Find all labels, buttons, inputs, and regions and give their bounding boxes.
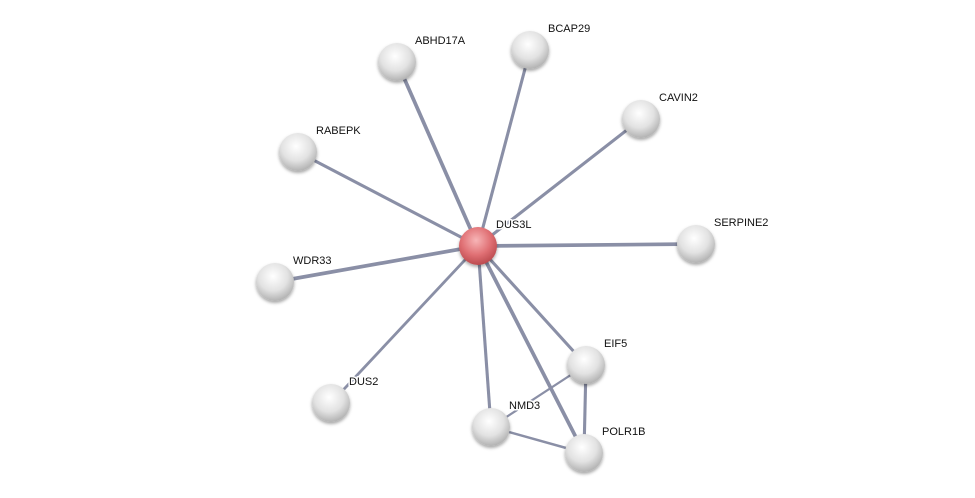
node-label: SERPINE2 xyxy=(714,217,768,229)
edge-dus3l-nmd3[interactable] xyxy=(476,245,493,428)
node-label: CAVIN2 xyxy=(659,92,698,104)
node-sphere[interactable] xyxy=(378,43,416,81)
node-abhd17a[interactable]: ABHD17A xyxy=(378,34,467,81)
node-sphere[interactable] xyxy=(256,263,294,301)
node-label: ABHD17A xyxy=(415,35,466,47)
node-wdr33[interactable]: WDR33 xyxy=(256,254,333,301)
edge-dus3l-polr1b[interactable] xyxy=(476,245,586,454)
node-dus2[interactable]: DUS2 xyxy=(312,375,380,422)
node-eif5[interactable]: EIF5 xyxy=(567,337,629,384)
node-sphere[interactable] xyxy=(622,100,660,138)
node-cavin2[interactable]: CAVIN2 xyxy=(622,91,699,138)
node-sphere[interactable] xyxy=(511,31,549,69)
node-sphere[interactable] xyxy=(459,227,497,265)
edge-dus3l-abhd17a[interactable] xyxy=(395,61,480,247)
edge-dus3l-eif5[interactable] xyxy=(476,244,588,367)
node-dus3l[interactable]: DUS3L xyxy=(459,218,533,265)
edge-dus3l-dus2[interactable] xyxy=(329,245,480,404)
node-serpine2[interactable]: SERPINE2 xyxy=(677,216,770,263)
node-label: NMD3 xyxy=(509,400,540,412)
node-bcap29[interactable]: BCAP29 xyxy=(511,22,592,69)
node-sphere[interactable] xyxy=(677,225,715,263)
node-sphere[interactable] xyxy=(565,434,603,472)
node-label: BCAP29 xyxy=(548,23,590,35)
node-sphere[interactable] xyxy=(472,408,510,446)
node-rabepk[interactable]: RABEPK xyxy=(279,124,363,171)
node-label: RABEPK xyxy=(316,125,361,137)
node-polr1b[interactable]: POLR1B xyxy=(565,425,647,472)
edge-dus3l-serpine2[interactable] xyxy=(477,242,697,248)
edge-dus3l-wdr33[interactable] xyxy=(274,244,479,284)
node-label: WDR33 xyxy=(293,255,332,267)
edge-dus3l-rabepk[interactable] xyxy=(297,150,479,248)
node-label: DUS3L xyxy=(496,219,531,231)
node-nmd3[interactable]: NMD3 xyxy=(472,399,542,446)
node-label: POLR1B xyxy=(602,426,645,438)
node-sphere[interactable] xyxy=(567,346,605,384)
edge-dus3l-bcap29[interactable] xyxy=(476,49,532,247)
node-sphere[interactable] xyxy=(312,384,350,422)
node-label: EIF5 xyxy=(604,338,627,350)
node-label: DUS2 xyxy=(349,376,378,388)
node-sphere[interactable] xyxy=(279,133,317,171)
edge-dus3l-cavin2[interactable] xyxy=(477,117,642,248)
